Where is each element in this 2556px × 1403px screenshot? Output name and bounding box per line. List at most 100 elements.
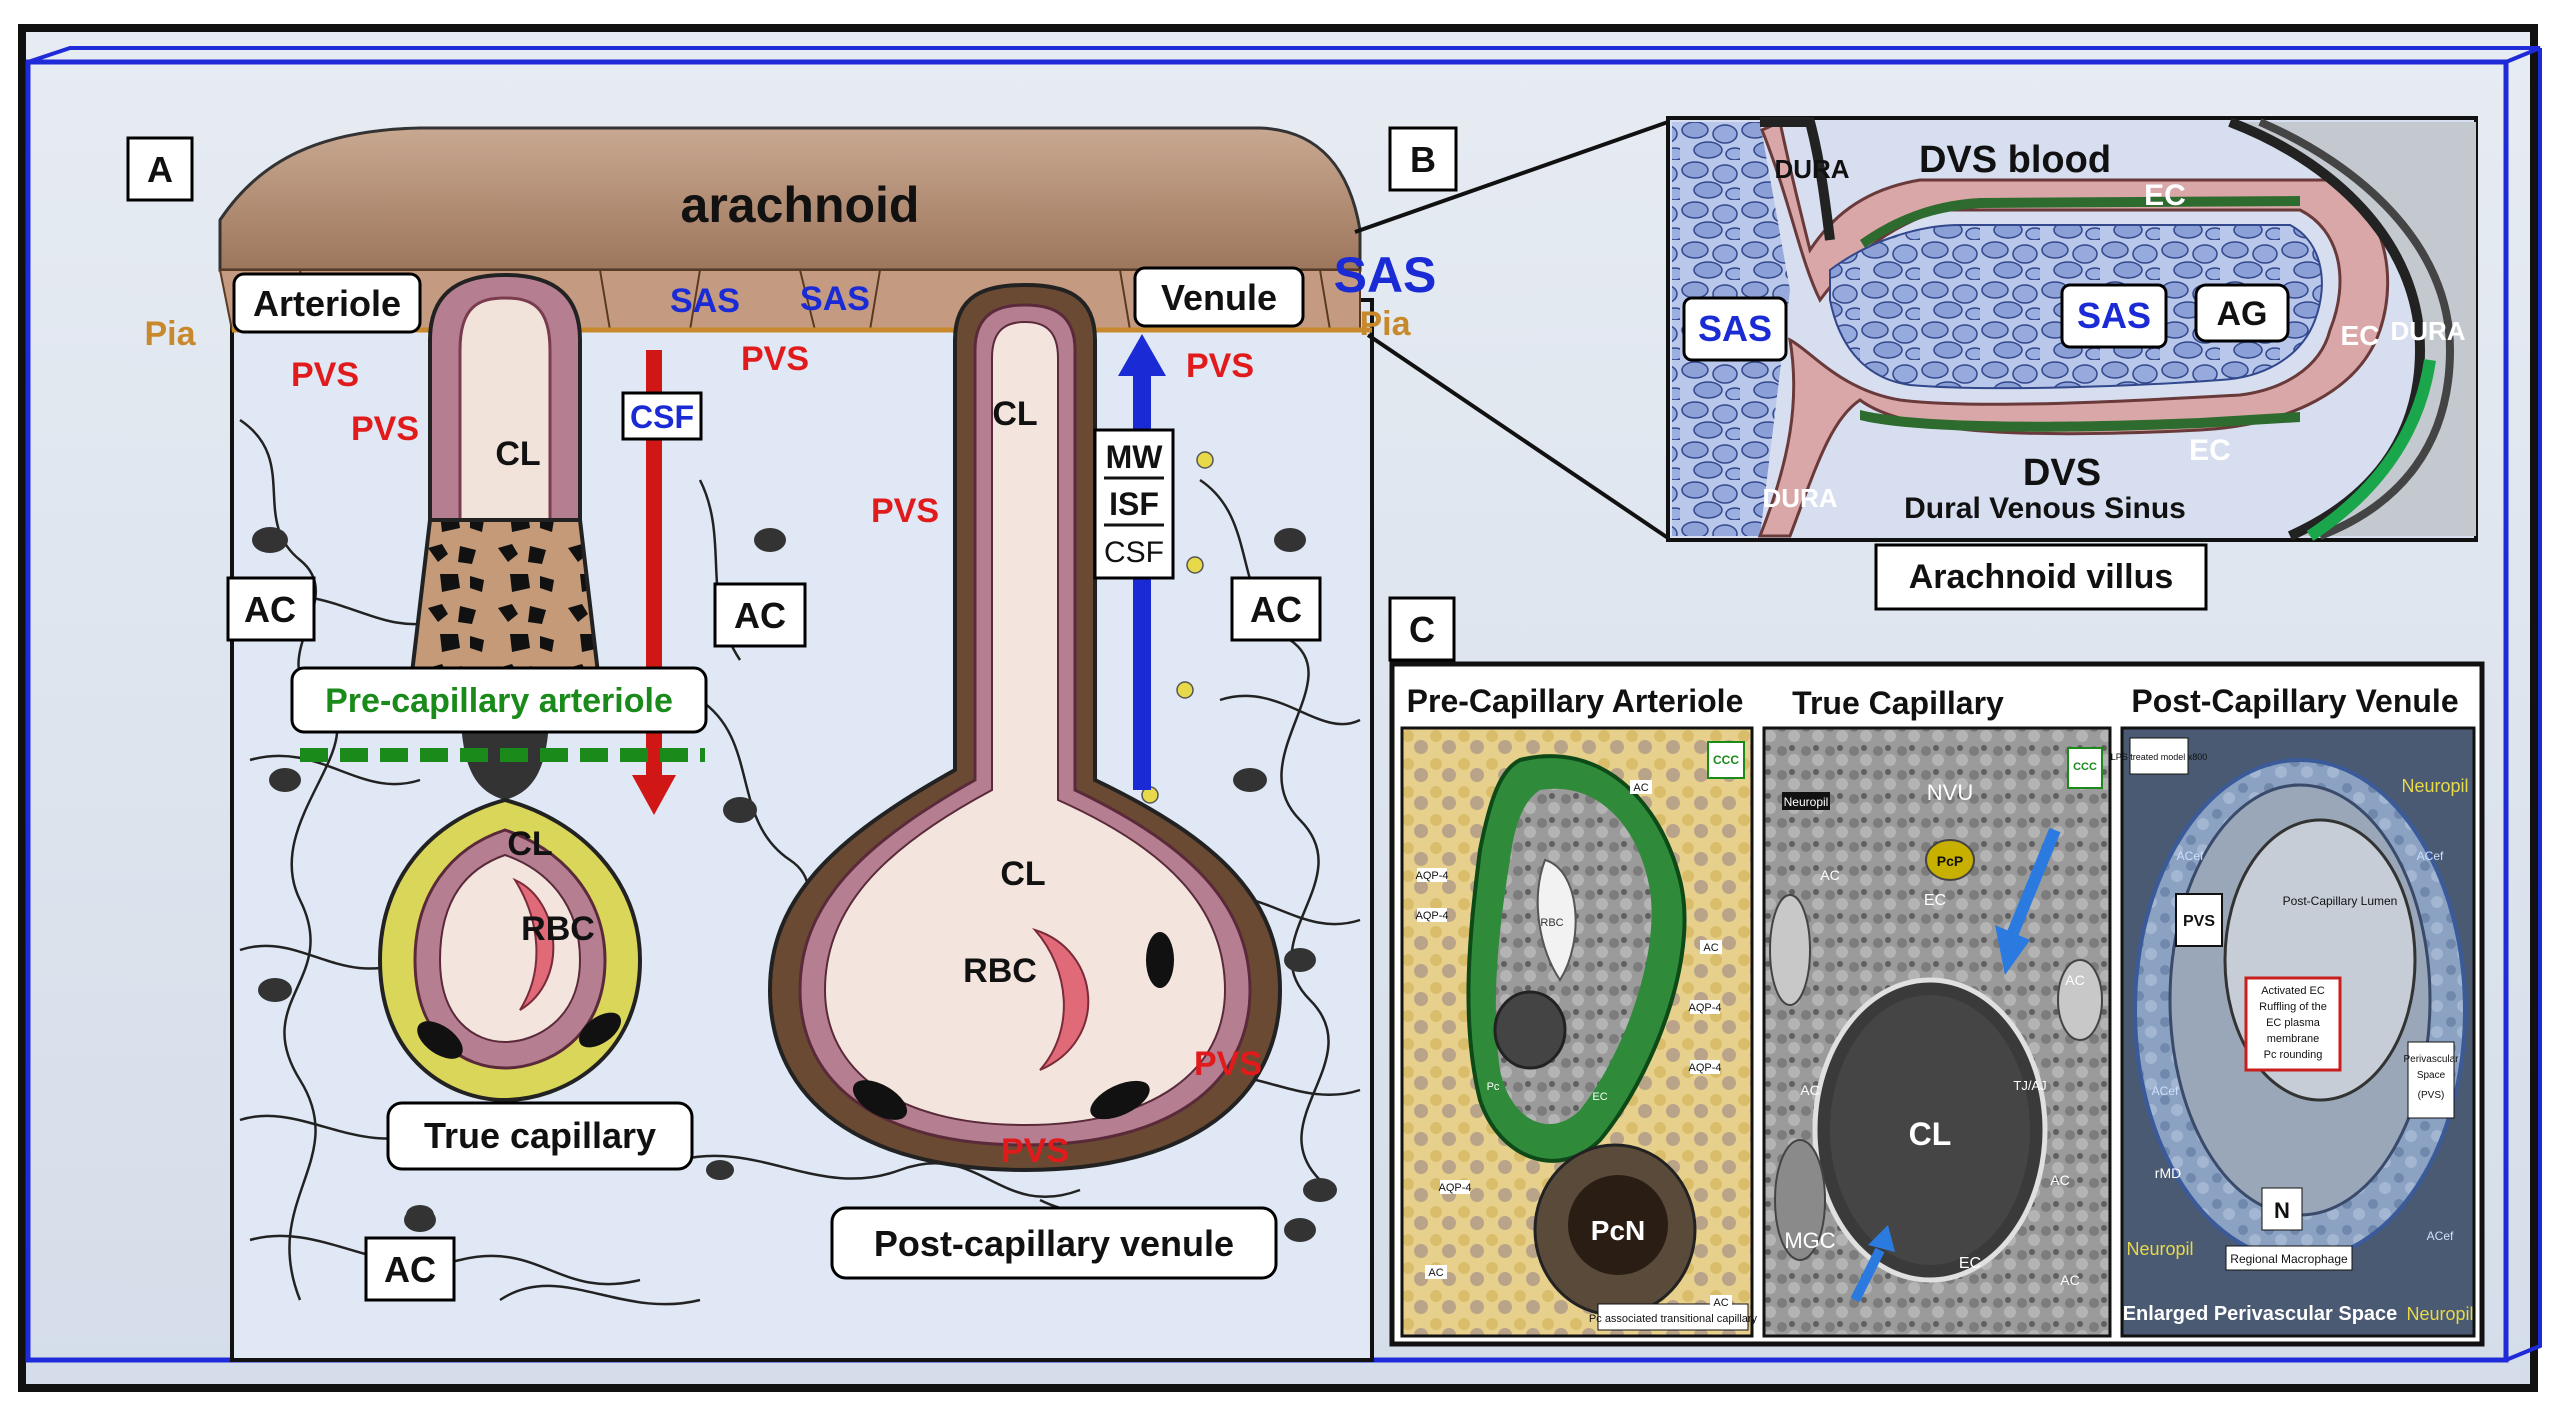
em3-rmd: rMD — [2155, 1165, 2181, 1181]
post-capillary-box — [830, 1206, 1278, 1280]
em1-corner: CCC — [1713, 753, 1739, 767]
em3-acef-1: ACef — [2177, 849, 2204, 863]
em3-n: N — [2274, 1198, 2290, 1223]
em3-acef-4: ACef — [2427, 1229, 2454, 1243]
ec-label-1: EC — [2144, 179, 2186, 212]
panel-b: B DURA DVS blood EC EC EC SAS SAS AG DUR… — [1388, 116, 2478, 611]
dvs-full-label: Dural Venous Sinus — [1904, 492, 2186, 525]
ac-box-3 — [1230, 576, 1322, 642]
em3-activated-4: membrane — [2267, 1033, 2320, 1045]
em2-pcp: PcP — [1937, 853, 1963, 869]
pre-capillary-box — [290, 666, 708, 734]
frame-3d-edges — [27, 46, 2542, 1362]
em3-activated-2: Ruffling of the — [2259, 1001, 2327, 1013]
em1-caption: Pc associated transitional capillary — [1589, 1313, 1758, 1325]
csf-label: CSF — [630, 399, 694, 435]
pvs-label-6: PVS — [1194, 1045, 1262, 1083]
em3-perivascular-1: Perivascular — [2403, 1054, 2459, 1065]
em1-tag-12: EC — [1592, 1091, 1607, 1103]
ac-label-1: AC — [244, 589, 296, 630]
ag-box — [2194, 283, 2290, 343]
sas-label-2: SAS — [800, 280, 870, 318]
panel-a-letter-box — [126, 136, 194, 202]
em-image-1: CCC PcN Pc associated transitional capil… — [1400, 726, 1758, 1338]
em2-tag-2: AC — [1800, 1082, 1819, 1098]
sas-left-box — [1682, 296, 1788, 362]
em3-lumen: Post-Capillary Lumen — [2283, 894, 2398, 908]
em1-tag-1: AQP-4 — [1415, 870, 1448, 882]
em3-activated-5: Pc rounding — [2264, 1049, 2323, 1061]
pvs-label-4: PVS — [871, 492, 939, 530]
panel-c-letter-box — [1388, 596, 1456, 662]
em2-tag-3: AC — [2065, 972, 2084, 988]
true-capillary-label: True capillary — [424, 1115, 656, 1156]
panel-c-letter: C — [1409, 609, 1435, 650]
em2-mgc: MGC — [1784, 1228, 1835, 1253]
em1-tag-7: AC — [1703, 942, 1718, 954]
dura-top-label: DURA — [1774, 154, 1849, 184]
true-capillary-lumen — [438, 853, 582, 1044]
em2-cl: CL — [1909, 1116, 1952, 1152]
rbc-label-1: RBC — [521, 910, 595, 948]
em1-pcn: PcN — [1591, 1215, 1645, 1246]
rbc-right — [1031, 928, 1090, 1071]
dura-right-region — [2230, 122, 2476, 536]
rbc-label-2: RBC — [963, 952, 1037, 990]
ac-box-2 — [713, 582, 807, 648]
arteriole-lumen — [458, 296, 552, 522]
pvs-label-1: PVS — [291, 356, 359, 394]
venule-box — [1133, 266, 1305, 328]
cl-label-3: CL — [507, 825, 552, 863]
em1-tag-4: AQP-4 — [1688, 1002, 1721, 1014]
ac-label-4: AC — [384, 1249, 436, 1290]
pre-capillary-label: Pre-capillary arteriole — [325, 682, 673, 720]
em3-neuropil-top: Neuropil — [2401, 776, 2468, 796]
ac-label-3: AC — [1250, 589, 1302, 630]
ac-label-2: AC — [734, 595, 786, 636]
em3-perivascular-2: Space — [2417, 1070, 2446, 1081]
arachnoid-label: arachnoid — [681, 177, 920, 233]
isf-label: ISF — [1109, 486, 1159, 522]
pia-right-label: Pia — [1359, 305, 1411, 343]
em3-corner: LPS treated model x800 — [2111, 752, 2208, 762]
mw-isf-csf-box — [1093, 428, 1175, 580]
dura-bottom-label: DURA — [1762, 483, 1837, 513]
em2-tag-1: AC — [1820, 867, 1839, 883]
dura-right-label: DURA — [2390, 316, 2465, 346]
cl-label-1: CL — [495, 435, 540, 473]
em3-acef-3: ACef — [2152, 1084, 2179, 1098]
em3-enlarged: Enlarged Perivascular Space — [2123, 1303, 2398, 1325]
rbc-left — [512, 877, 555, 1011]
em3-activated-1: Activated EC — [2261, 985, 2325, 997]
post-capillary-label: Post-capillary venule — [874, 1223, 1234, 1264]
em2-tag-5: AC — [2060, 1272, 2079, 1288]
csf-small-label: CSF — [1104, 536, 1164, 569]
dvs-label: DVS — [2023, 452, 2101, 494]
em2-corner: CCC — [2073, 761, 2097, 773]
em1-tag-2: AQP-4 — [1415, 910, 1448, 922]
em2-tj: TJ/AJ — [2013, 1078, 2046, 1093]
zoom-lines — [1354, 120, 1670, 540]
em1-tag-10: RBC — [1540, 917, 1563, 929]
em1-tag-11: Pc — [1487, 1081, 1500, 1093]
panel-c: C Pre-Capillary Arteriole True Capillary… — [1388, 596, 2485, 1347]
em3-acef-2: ACef — [2417, 849, 2444, 863]
em-title-2: True Capillary — [1792, 685, 2004, 721]
pvs-label-3: PVS — [741, 340, 809, 378]
pia-left-label: Pia — [144, 315, 196, 353]
em-title-3: Post-Capillary Venule — [2131, 683, 2458, 719]
em1-tag-9: AC — [1713, 1297, 1728, 1309]
arteriole-label: Arteriole — [253, 283, 401, 324]
em3-neuropil-left: Neuropil — [2126, 1239, 2193, 1259]
sas-left-label: SAS — [1698, 308, 1772, 349]
panel-b-letter-box — [1388, 126, 1458, 192]
sas-mid-label: SAS — [2077, 295, 2151, 336]
astrocyte-nuclei — [252, 527, 1337, 1242]
arteriole-box — [232, 272, 422, 334]
em3-macrophage: Regional Macrophage — [2230, 1252, 2348, 1266]
arachnoid-villus-box — [1874, 543, 2208, 611]
em2-ec-bottom: EC — [1959, 1255, 1981, 1272]
dvs-blood-label: DVS blood — [1919, 139, 2111, 181]
venule-label: Venule — [1161, 277, 1277, 318]
